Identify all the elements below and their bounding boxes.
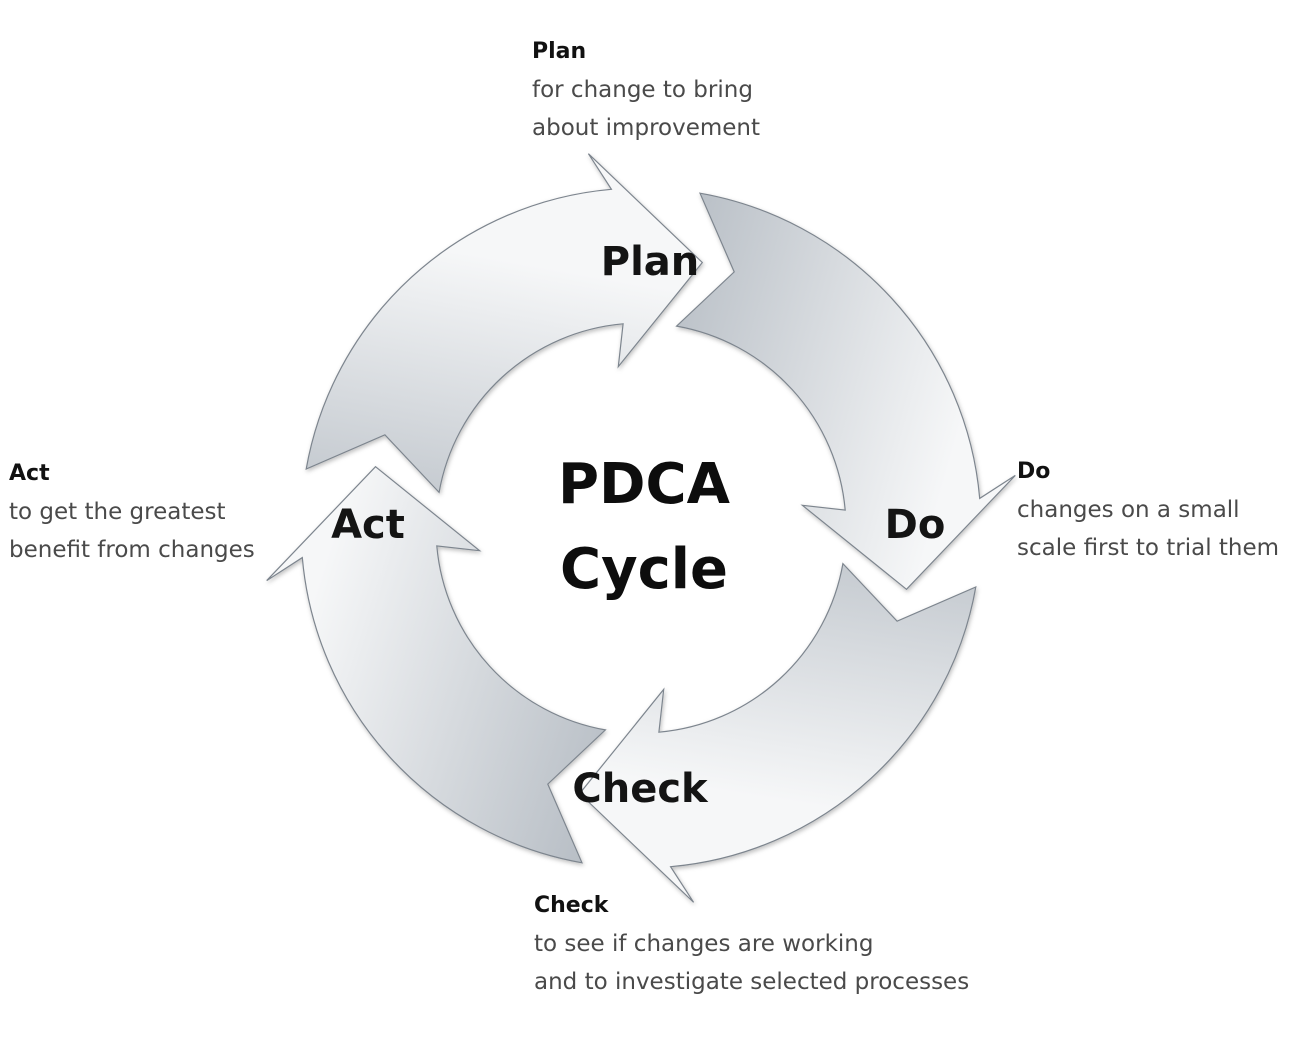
act-description-title: Act bbox=[9, 461, 50, 486]
check-description-line: and to investigate selected processes bbox=[534, 969, 970, 995]
act-arrow bbox=[578, 562, 977, 903]
check-description-title: Check bbox=[534, 893, 609, 918]
do-segment-label: Do bbox=[885, 502, 946, 548]
plan-description-line: for change to bring bbox=[532, 77, 753, 103]
act-description: Act to get the greatest benefit from cha… bbox=[9, 455, 255, 569]
do-description-title: Do bbox=[1017, 459, 1051, 484]
do-description-line: changes on a small bbox=[1017, 497, 1240, 523]
center-title-line1: PDCA bbox=[558, 452, 731, 517]
plan-arrow bbox=[266, 465, 607, 864]
plan-description-line: about improvement bbox=[532, 115, 761, 141]
do-description: Do changes on a small scale first to tri… bbox=[1017, 453, 1279, 567]
check-description: Check to see if changes are working and … bbox=[534, 887, 969, 1001]
plan-segment-label: Plan bbox=[601, 239, 700, 285]
act-description-line: to get the greatest bbox=[9, 499, 226, 525]
center-title-line2: Cycle bbox=[560, 537, 728, 602]
check-description-line: to see if changes are working bbox=[534, 931, 874, 957]
act-segment-label: Act bbox=[331, 502, 405, 548]
plan-description-title: Plan bbox=[532, 39, 587, 64]
check-arrow bbox=[675, 192, 1016, 591]
plan-description: Plan for change to bring about improveme… bbox=[532, 33, 760, 147]
act-description-line: benefit from changes bbox=[9, 537, 255, 563]
do-arrow bbox=[305, 153, 704, 494]
check-segment-label: Check bbox=[572, 766, 709, 812]
do-description-line: scale first to trial them bbox=[1017, 535, 1280, 561]
